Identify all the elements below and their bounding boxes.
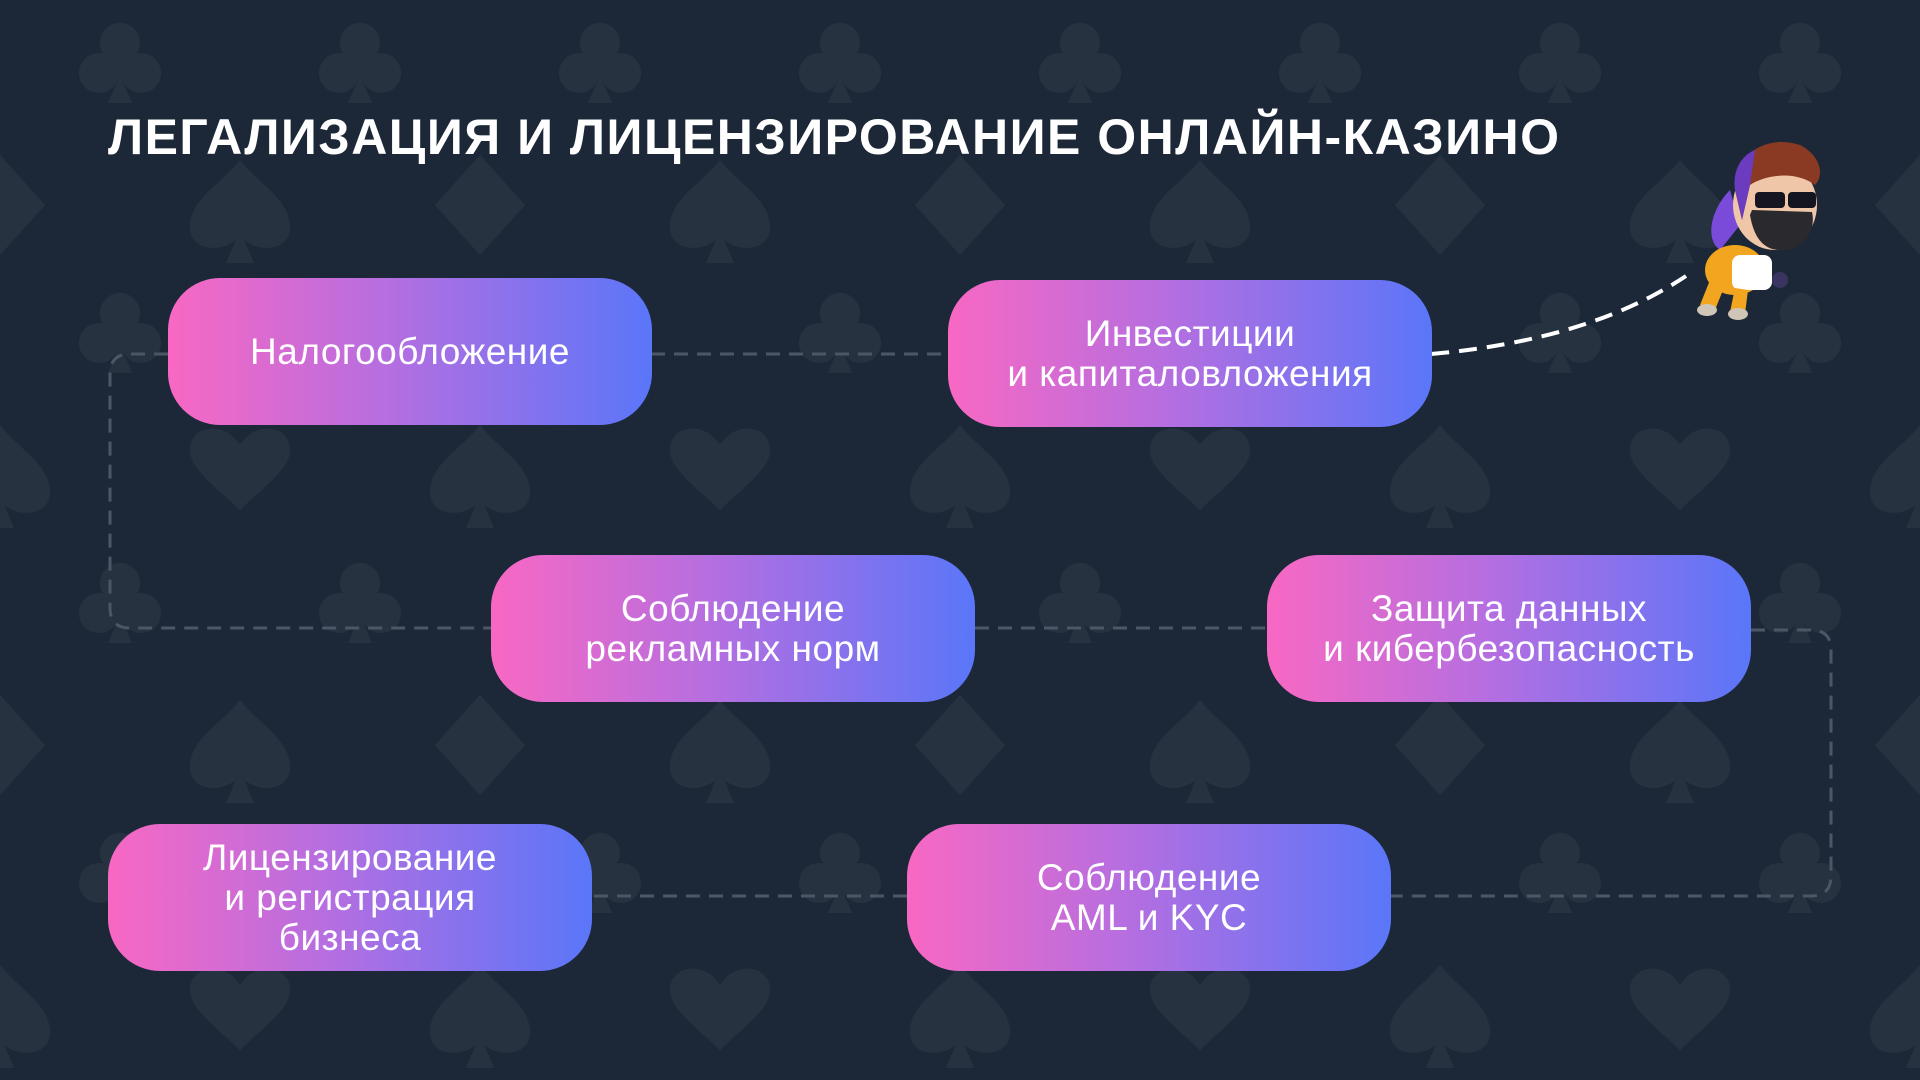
page-title: ЛЕГАЛИЗАЦИЯ И ЛИЦЕНЗИРОВАНИЕ ОНЛАЙН-КАЗИ… xyxy=(108,109,1561,165)
jetpack-character-icon xyxy=(1697,142,1820,320)
step-data-protection: Защита данных и кибербезопасность xyxy=(1267,555,1751,702)
step-taxation: Налогообложение xyxy=(168,278,652,425)
step-label: Защита данных и кибербезопасность xyxy=(1323,587,1695,669)
connector-1-3 xyxy=(108,352,491,630)
step-licensing: Лицензирование и регистрация бизнеса xyxy=(108,824,592,971)
step-label: Соблюдение AML и KYC xyxy=(1036,856,1262,938)
step-investments: Инвестиции и капиталовложения xyxy=(948,280,1432,427)
step-label: Соблюдение рекламных норм xyxy=(585,587,881,669)
step-label: Инвестиции и капиталовложения xyxy=(1007,312,1373,394)
step-aml-kyc: Соблюдение AML и KYC xyxy=(907,824,1391,971)
step-advertising-compliance: Соблюдение рекламных норм xyxy=(491,555,975,702)
flight-trail xyxy=(1430,274,1688,356)
step-label: Лицензирование и регистрация бизнеса xyxy=(202,836,498,958)
step-label: Налогообложение xyxy=(250,330,570,372)
